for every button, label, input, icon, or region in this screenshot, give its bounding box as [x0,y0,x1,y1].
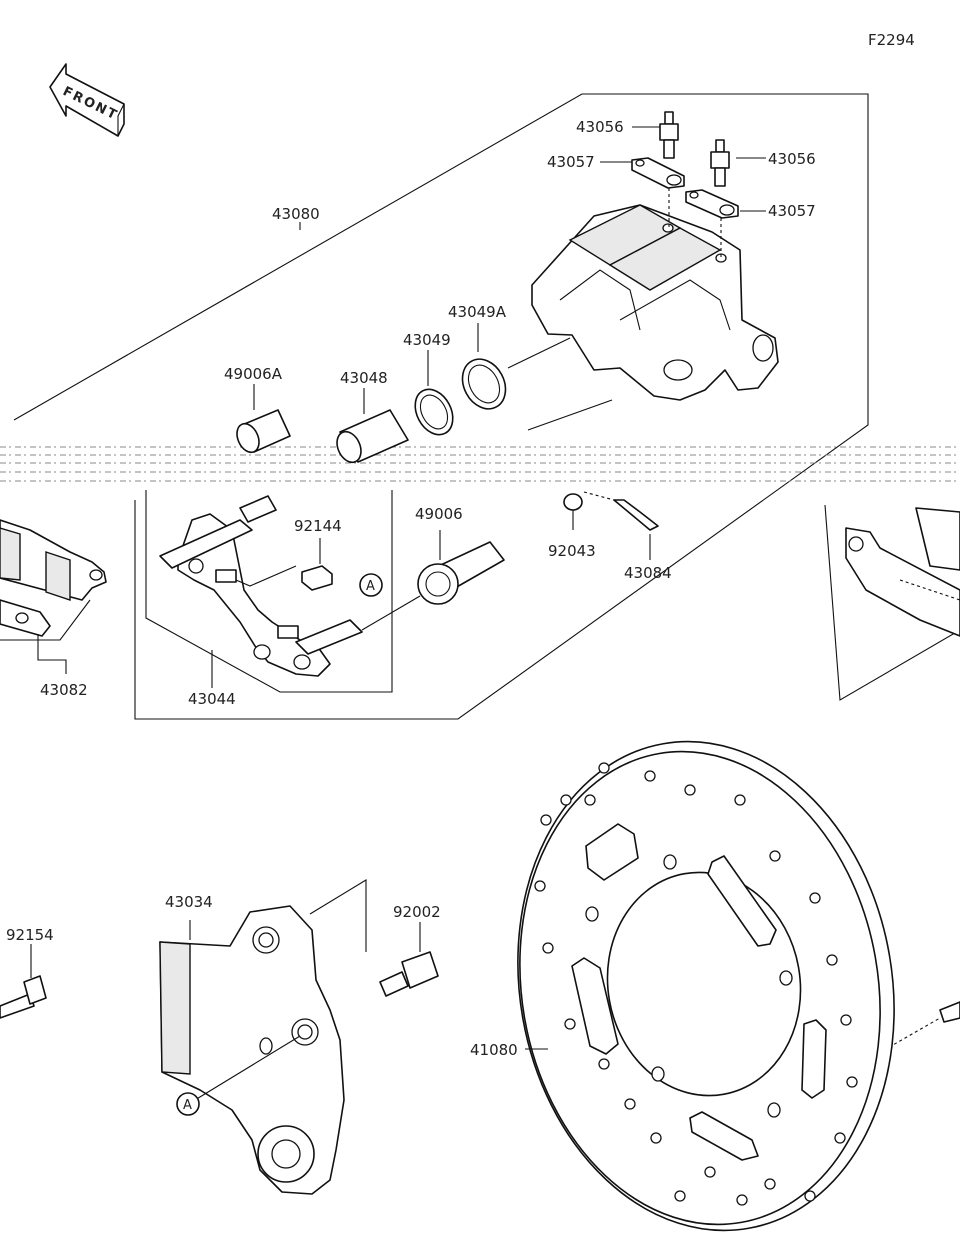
ref-marker-a: A [176,1092,200,1116]
part-label-92144: 92144 [294,517,342,535]
ref-marker-a: A [359,573,383,597]
part-label-49006: 49006 [415,505,463,523]
part-label-43057: 43057 [768,202,816,220]
leader-lines [189,126,766,940]
brake-pad-left-43082 [0,519,107,674]
bolt-92002 [379,922,439,997]
part-label-43048: 43048 [340,369,388,387]
part-label-92043: 92043 [548,542,596,560]
spring-clip-92144 [301,538,333,591]
boot-49006A [236,409,291,454]
part-label-92154: 92154 [6,926,54,944]
part-label-43057: 43057 [547,153,595,171]
brake-disc-41080 [517,740,895,1232]
piston-seal-43049A [461,358,507,410]
part-label-43056: 43056 [576,118,624,136]
part-label-43082: 43082 [40,681,88,699]
pin-clip-43084 [583,491,659,560]
part-label-43044: 43044 [188,690,236,708]
bleed-cap-icon [631,157,685,189]
part-label-43034: 43034 [165,893,213,911]
bleed-cap-icon [685,189,739,219]
bracket-group-outline [145,490,393,693]
part-label-49006A: 49006A [224,365,283,383]
part-label-43056: 43056 [768,150,816,168]
right-pad-group-outline [824,504,960,701]
part-label-43049A: 43049A [448,303,507,321]
caliper-bracket-43044 [159,495,363,677]
plug-92043 [563,493,583,530]
part-label-92002: 92002 [393,903,441,921]
piston-seal-43049 [414,388,454,436]
scan-artifact-band [0,446,960,482]
piston-43048 [336,409,409,464]
bleed-valve-icon [659,111,679,159]
part-label-43080: 43080 [272,205,320,223]
boot-49006 [417,530,505,605]
diagram-code: F2294 [868,31,915,49]
ref-marker-a-label: A [183,1098,192,1113]
rotor-bracket-43034 [159,879,367,1195]
brake-caliper-body [531,204,779,401]
bolt-92154 [0,944,47,1019]
part-label-41080: 41080 [470,1041,518,1059]
brake-pad-right [845,507,960,637]
ref-marker-a-label: A [366,579,375,594]
part-label-43084: 43084 [624,564,672,582]
bleed-valve-icon [710,139,730,187]
part-label-43049: 43049 [403,331,451,349]
front-arrow-icon: FRONT [49,63,125,137]
assembly-outline-43080 [13,93,869,720]
